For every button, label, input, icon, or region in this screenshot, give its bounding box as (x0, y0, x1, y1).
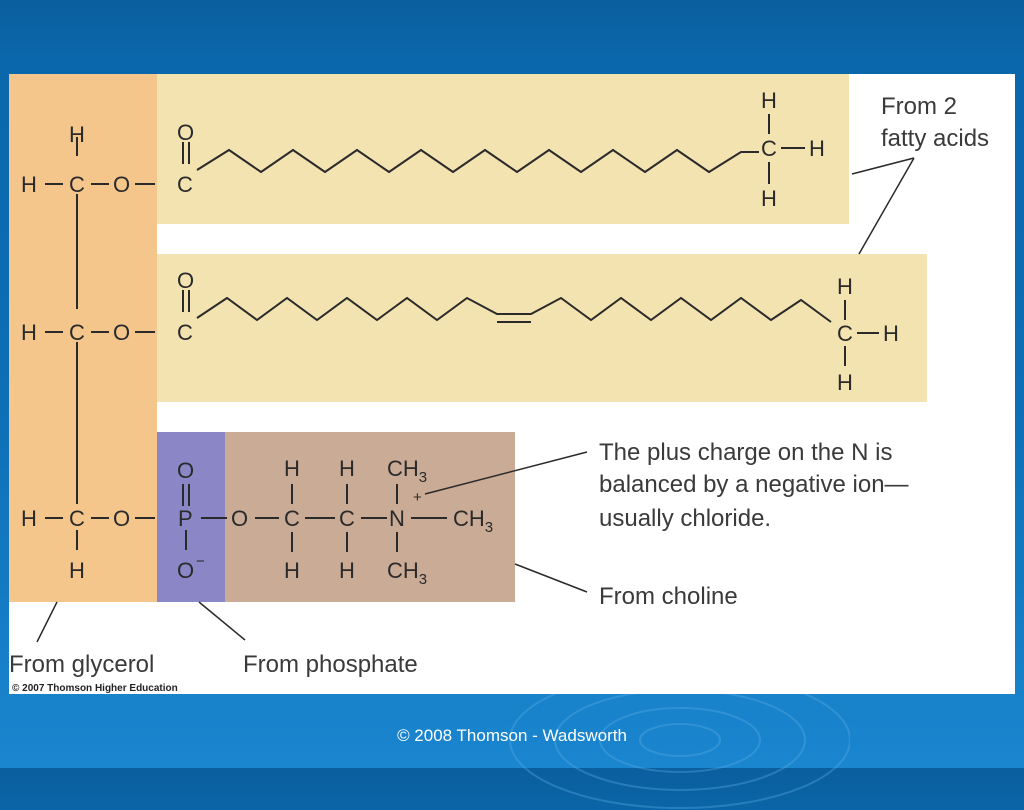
leader-plus-charge (424, 451, 588, 495)
atom-h-fa2-bottom: H (837, 370, 853, 395)
fatty-acid-region-2 (157, 254, 927, 402)
fatty-acid-chain-1 (196, 148, 759, 174)
atom-o-row1: O (113, 172, 130, 197)
atom-h-row3: H (21, 506, 37, 531)
atom-h-top: H (69, 122, 85, 147)
plus-charge: + (413, 489, 422, 506)
atom-h-choline-c2-top: H (339, 456, 355, 481)
leader-choline (514, 563, 588, 593)
atom-c-choline-1: C (284, 506, 300, 531)
label-fatty-acids-line1: From 2 (881, 93, 957, 120)
atom-h-fa2-right: H (883, 321, 899, 346)
methyl-right: CH3 (453, 506, 493, 536)
label-glycerol: From glycerol (9, 651, 154, 678)
atom-h-choline-c1-top: H (284, 456, 300, 481)
atom-c-fa2-terminal: C (837, 321, 853, 346)
atom-o-carbonyl-1: O (177, 120, 194, 145)
atom-o-phosphate-top: O (177, 458, 194, 483)
atom-o-choline: O (231, 506, 248, 531)
atom-h-fa2-top: H (837, 274, 853, 299)
label-note-line1: The plus charge on the N is (599, 439, 893, 466)
atom-c-row3: C (69, 506, 85, 531)
minus-charge: − (196, 553, 205, 570)
fatty-acid-region-1 (157, 74, 849, 224)
atom-o-row3: O (113, 506, 130, 531)
slide-footer: © 2008 Thomson - Wadsworth (397, 726, 627, 745)
leader-fatty-acids-1 (851, 157, 915, 175)
atom-c-row1: C (69, 172, 85, 197)
label-fatty-acids-line2: fatty acids (881, 125, 989, 152)
phosphatidylcholine-diagram: H H C O C O H C O C O H C O H O P O − O … (9, 74, 989, 694)
label-choline: From choline (599, 583, 738, 610)
atom-c-carbonyl-2: C (177, 320, 193, 345)
atom-o-row2: O (113, 320, 130, 345)
atom-c-carbonyl-1: C (177, 172, 193, 197)
diagram-panel: H H C O C O H C O C O H C O H O P O − O … (9, 74, 1015, 694)
atom-h-fa1-right: H (809, 136, 825, 161)
atom-h-choline-c2-bottom: H (339, 558, 355, 583)
atom-c-choline-2: C (339, 506, 355, 531)
atom-n: N (389, 506, 405, 531)
atom-o-phosphate-bottom: O (177, 558, 194, 583)
atom-h-fa1-bottom: H (761, 186, 777, 211)
atom-c-fa1-terminal: C (761, 136, 777, 161)
label-note-line2: balanced by a negative ion— (599, 471, 909, 498)
atom-p: P (178, 506, 193, 531)
glycerol-region (9, 74, 157, 602)
atom-o-carbonyl-2: O (177, 268, 194, 293)
leader-phosphate (198, 601, 246, 641)
leader-fatty-acids-2 (858, 157, 915, 255)
fatty-acid-chain-2 (196, 296, 832, 323)
leader-glycerol (36, 601, 58, 643)
image-credit: © 2007 Thomson Higher Education (12, 683, 178, 694)
atom-c-row2: C (69, 320, 85, 345)
label-note-line3: usually chloride. (599, 505, 771, 532)
atom-h-choline-c1-bottom: H (284, 558, 300, 583)
atom-h-bottom: H (69, 558, 85, 583)
label-phosphate: From phosphate (243, 651, 418, 678)
atom-h-fa1-top: H (761, 88, 777, 113)
methyl-bottom: CH3 (387, 558, 427, 588)
atom-h-row1: H (21, 172, 37, 197)
atom-h-row2: H (21, 320, 37, 345)
methyl-top: CH3 (387, 456, 427, 486)
